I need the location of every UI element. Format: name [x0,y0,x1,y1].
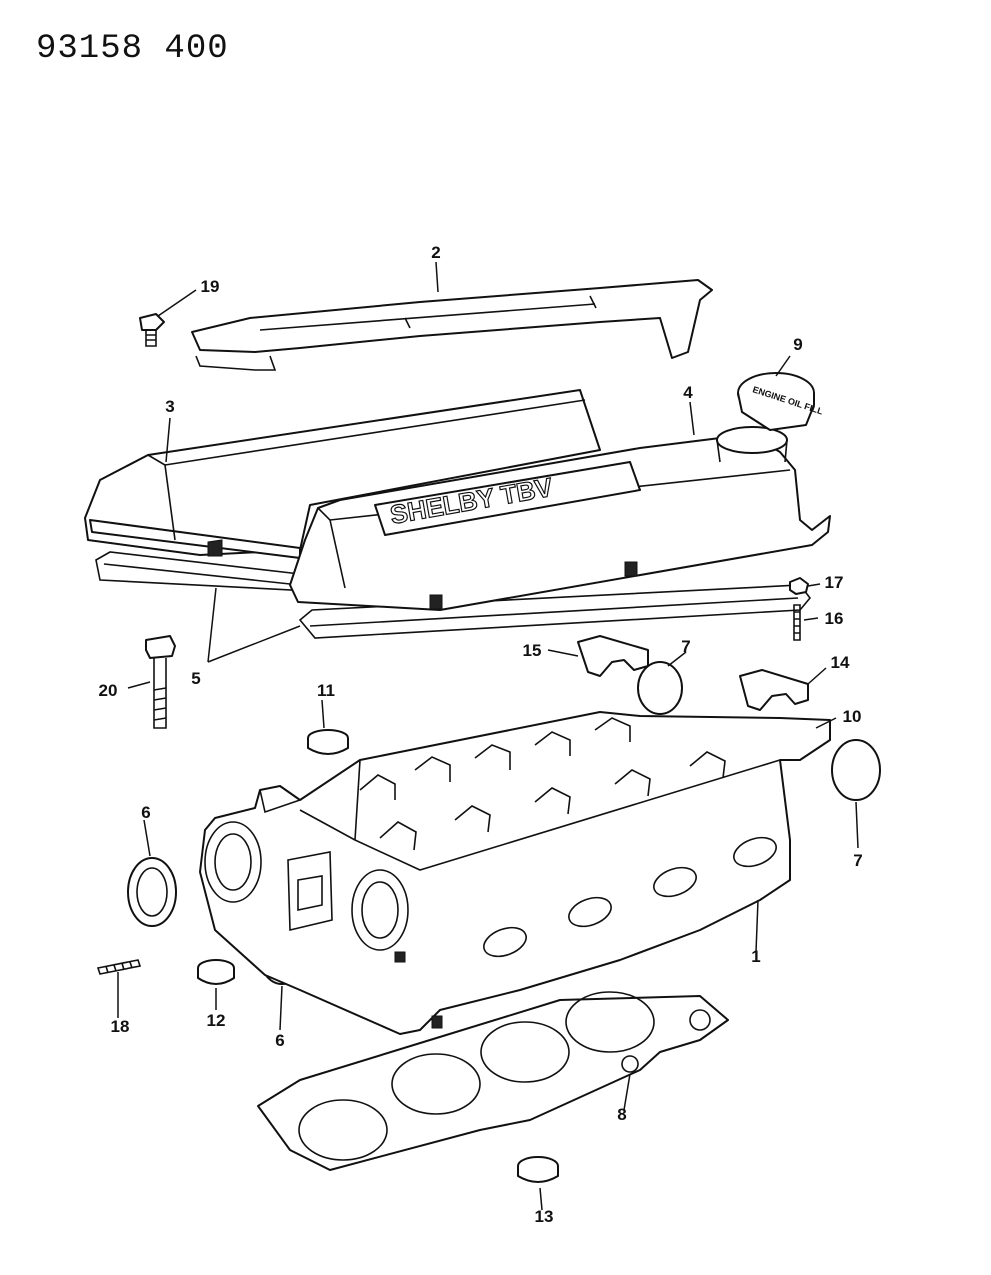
part-17-nut [789,577,809,595]
part-20-head-bolt [145,635,176,729]
part-5-gaskets [95,551,812,639]
callout-c6a: 6 [141,803,150,822]
callout-c19: 19 [201,277,220,296]
callout-c4: 4 [683,383,693,402]
callout-c10: 10 [843,707,862,726]
part-7-cam-plug-side [831,739,881,801]
callout-c9: 9 [793,335,802,354]
part-16-stud [793,604,801,641]
callout-c16: 16 [825,609,844,628]
part-3-valve-cover [84,389,601,559]
cover-bolt-boss-2 [624,561,638,577]
part-7-cam-plug-upper [637,661,683,715]
callout-c5: 5 [191,669,200,688]
part-9-oil-cap: ENGINE OIL FILL [737,372,825,431]
callout-c1: 1 [751,947,760,966]
callout-c15: 15 [523,641,542,660]
part-12-plug [197,959,235,985]
part-1-cylinder-head [199,711,831,1035]
part-6-seal-left [127,857,177,927]
callout-c11: 11 [317,681,335,700]
callout-c8: 8 [617,1105,626,1124]
part-2-duct-cover [191,279,713,371]
callout-c17: 17 [825,573,844,592]
callout-c18: 18 [111,1017,130,1036]
part-13-plug [517,1156,559,1183]
callout-c7a: 7 [681,637,690,656]
callout-c3: 3 [165,397,174,416]
reference-number: 93158 400 [36,30,229,68]
callout-c13: 13 [535,1207,554,1226]
leader-lines [117,261,859,1211]
part-19-bolt [139,313,165,347]
part-8-head-gasket [257,991,729,1171]
part-15-bearing-cap [577,635,649,677]
cover-bolt-boss [429,594,443,610]
callout-c7b: 7 [853,851,862,870]
callout-c2: 2 [431,243,440,262]
callout-c20: 20 [99,681,118,700]
part-18-stud [96,959,142,975]
part-14-bearing-cap [739,669,809,711]
callout-c14: 14 [831,653,850,672]
callout-c6b: 6 [275,1031,284,1050]
callout-c12: 12 [207,1011,226,1030]
part-11-plug [307,729,349,755]
